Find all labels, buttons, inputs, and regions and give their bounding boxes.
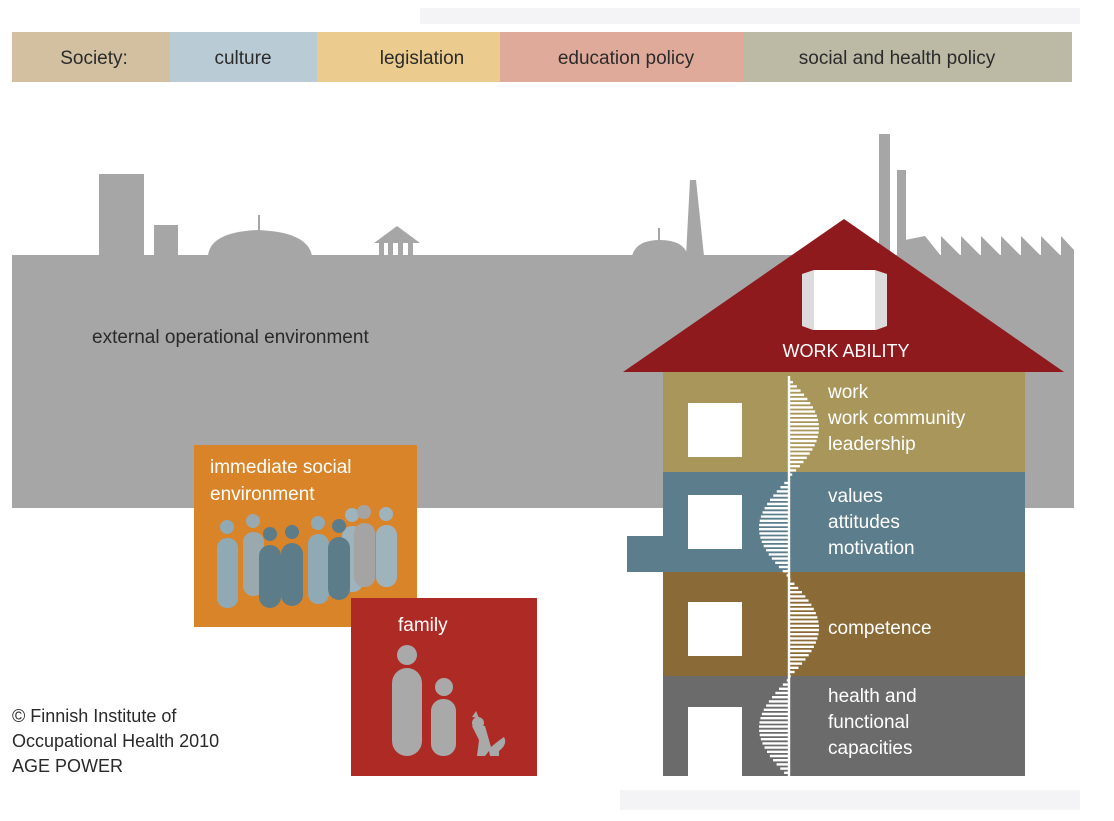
floor-health-line3: capacities [828, 738, 913, 759]
family-figures-icon [392, 645, 456, 756]
floor-values-line1: values [828, 486, 883, 507]
backdrop-panel [420, 8, 1080, 24]
dome-building [208, 230, 312, 256]
work-ability-house: WORK ABILITY work work community leaders… [623, 219, 1064, 776]
small-dome [632, 240, 688, 256]
legislation-label: legislation [380, 48, 465, 69]
window [688, 602, 742, 656]
small-building [154, 225, 178, 256]
pavilion-roof [374, 226, 420, 243]
attic-window [814, 270, 875, 330]
culture-segment [170, 32, 317, 82]
floor-health-line1: health and [828, 686, 917, 707]
immediate-social-label-line1: immediate social [210, 457, 352, 478]
factory-stack [879, 134, 890, 256]
tall-building [99, 174, 144, 256]
legislation-segment [317, 32, 500, 82]
education-policy-label: education policy [558, 48, 695, 69]
floor-competence-line1: competence [828, 618, 932, 639]
immediate-social-label-line2: environment [210, 484, 315, 505]
copyright-credit: © Finnish Institute of Occupational Heal… [12, 704, 219, 779]
credit-line3: AGE POWER [12, 756, 124, 776]
work-ability-title: WORK ABILITY [782, 341, 909, 361]
balcony [627, 536, 665, 572]
floor-values-line2: attitudes [828, 512, 900, 533]
window [688, 495, 742, 549]
society-bar: Society: culture legislation education p… [12, 32, 1072, 82]
floor-work-line2: work community [827, 408, 966, 429]
external-environment-label: external operational environment [92, 327, 369, 348]
family: family [351, 598, 537, 776]
floor-health-line2: functional [828, 712, 909, 733]
pavilion-column [379, 243, 384, 256]
family-label: family [398, 615, 448, 636]
small-dome-spire [658, 228, 660, 241]
dog-icon [472, 711, 506, 756]
pavilion-column [408, 243, 413, 256]
backdrop-panel [620, 790, 1080, 810]
factory-sawtooth-roof [905, 236, 1074, 256]
credit-line2: Occupational Health 2010 [12, 731, 220, 751]
pavilion-column [398, 243, 403, 256]
floor-work-line1: work [827, 382, 869, 403]
factory-stack [897, 170, 906, 256]
social-health-policy-label: social and health policy [799, 48, 996, 69]
credit-line1: © Finnish Institute of [12, 706, 177, 726]
social-health-policy-segment [743, 32, 1072, 82]
society-label-segment [12, 32, 170, 82]
pavilion-column [388, 243, 393, 256]
skyline [99, 134, 1074, 256]
spiral-staircase [759, 376, 819, 776]
door [688, 707, 742, 776]
education-policy-segment [500, 32, 743, 82]
culture-label: culture [214, 48, 271, 69]
group-of-people-icon [217, 505, 397, 608]
immediate-social-environment: immediate social environment [194, 445, 417, 627]
society-label: Society: [60, 48, 128, 69]
floor-work-line3: leadership [828, 434, 916, 455]
floor-values-line3: motivation [828, 538, 915, 559]
dome-spire [258, 215, 260, 231]
chimney [686, 180, 704, 256]
window [688, 403, 742, 457]
